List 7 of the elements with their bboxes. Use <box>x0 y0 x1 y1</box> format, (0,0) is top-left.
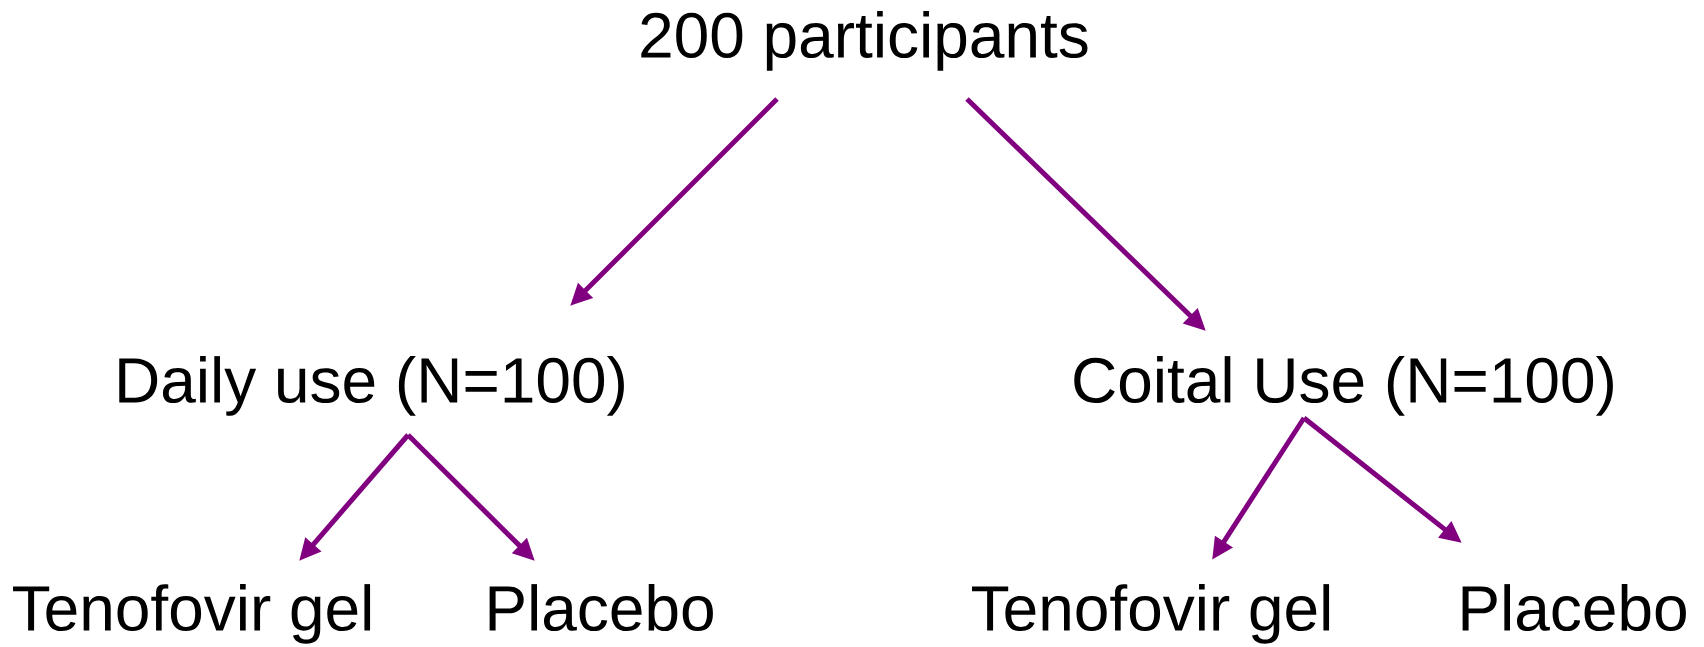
group-label: Tenofovir gel <box>13 584 371 644</box>
group-label: Placebo <box>1462 584 1686 632</box>
group-label: Daily use (N=100) <box>119 356 624 416</box>
heading-text: 200 participants <box>641 11 1088 71</box>
group-label: Tenofovir gel <box>972 584 1330 644</box>
group-label: Placebo <box>489 584 713 632</box>
group-label: Coital Use (N=100) <box>1074 356 1613 416</box>
